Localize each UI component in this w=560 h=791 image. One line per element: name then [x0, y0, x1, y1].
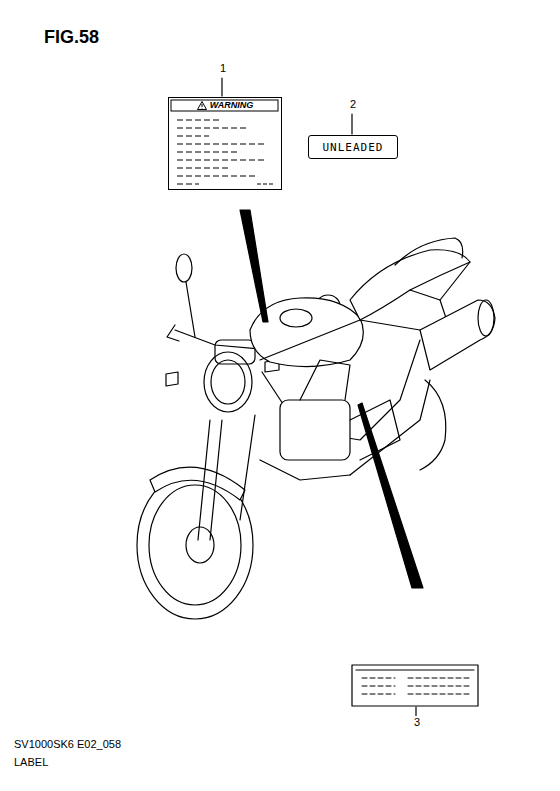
warning-label-art — [169, 98, 283, 191]
drawing-name: LABEL — [14, 756, 48, 768]
callout-number: 3 — [413, 716, 421, 728]
unleaded-label: UNLEADED — [308, 135, 398, 159]
warning-symbol — [197, 101, 207, 110]
warning-label: WARNING — [168, 97, 282, 190]
figure-title: FIG.58 — [44, 27, 99, 48]
callout-number: 2 — [349, 98, 357, 110]
drawing-code: SV1000SK6 E02_058 — [14, 738, 121, 750]
callout-number: 1 — [219, 62, 227, 74]
warning-text: WARNING — [210, 100, 254, 110]
label-text: UNLEADED — [323, 141, 384, 154]
warning-header: WARNING — [169, 98, 281, 112]
